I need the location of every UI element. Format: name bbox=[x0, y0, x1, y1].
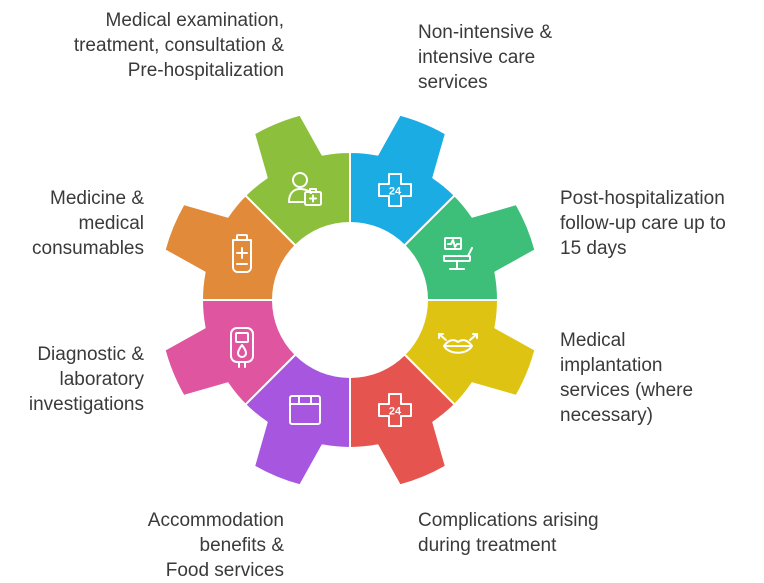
label-line: services bbox=[418, 72, 488, 93]
label-line: benefits & bbox=[199, 535, 285, 556]
label-line: Pre-hospitalization bbox=[127, 60, 284, 81]
label-line: implantation bbox=[560, 355, 663, 376]
label-line: intensive care bbox=[418, 47, 536, 68]
label-line: Medicine & bbox=[50, 188, 144, 209]
hospital-bed-monitor-icon bbox=[443, 237, 473, 270]
gear-center-hole bbox=[272, 222, 428, 378]
label-implantation: Medical implantation services (where nec… bbox=[560, 328, 693, 428]
lips-implant-icon bbox=[438, 333, 478, 354]
cross-24-text: 24 bbox=[389, 186, 402, 198]
label-medical-examination: Medical examination, treatment, consulta… bbox=[74, 8, 284, 83]
label-line: necessary) bbox=[560, 405, 653, 426]
label-complications: Complications arising during treatment bbox=[418, 508, 599, 558]
label-medicine: Medicine & medical consumables bbox=[32, 186, 144, 261]
label-line: Accommodation bbox=[147, 510, 284, 531]
label-line: follow-up care up to bbox=[560, 213, 726, 234]
label-line: Complications arising bbox=[418, 510, 599, 531]
meal-tray-icon bbox=[289, 395, 321, 425]
label-diagnostic: Diagnostic & laboratory investigations bbox=[29, 342, 144, 417]
label-accommodation: Accommodation benefits & Food services bbox=[148, 508, 284, 583]
label-intensive-care: Non-intensive & intensive care services bbox=[418, 20, 552, 95]
cross-24-text: 24 bbox=[389, 406, 402, 418]
label-line: consumables bbox=[32, 238, 144, 259]
label-line: Medical examination, bbox=[105, 10, 284, 31]
label-line: treatment, consultation & bbox=[73, 35, 284, 56]
label-line: during treatment bbox=[418, 535, 557, 556]
label-line: medical bbox=[78, 213, 144, 234]
medicine-tube-icon bbox=[232, 234, 252, 273]
label-line: laboratory bbox=[59, 369, 145, 390]
label-line: Food services bbox=[165, 560, 284, 581]
label-line: Medical bbox=[560, 330, 626, 351]
glucose-meter-icon bbox=[230, 327, 254, 368]
label-line: Non-intensive & bbox=[418, 22, 553, 43]
doctor-medical-kit-icon bbox=[288, 172, 322, 206]
medical-cross-24-icon: 24 bbox=[378, 393, 412, 427]
label-line: services (where bbox=[560, 380, 694, 401]
label-line: Post-hospitalization bbox=[560, 188, 725, 209]
label-line: Diagnostic & bbox=[37, 344, 144, 365]
label-line: investigations bbox=[28, 394, 144, 415]
label-line: 15 days bbox=[560, 238, 627, 259]
medical-cross-24-icon: 24 bbox=[378, 173, 412, 207]
label-post-hospitalization: Post-hospitalization follow-up care up t… bbox=[560, 186, 726, 261]
